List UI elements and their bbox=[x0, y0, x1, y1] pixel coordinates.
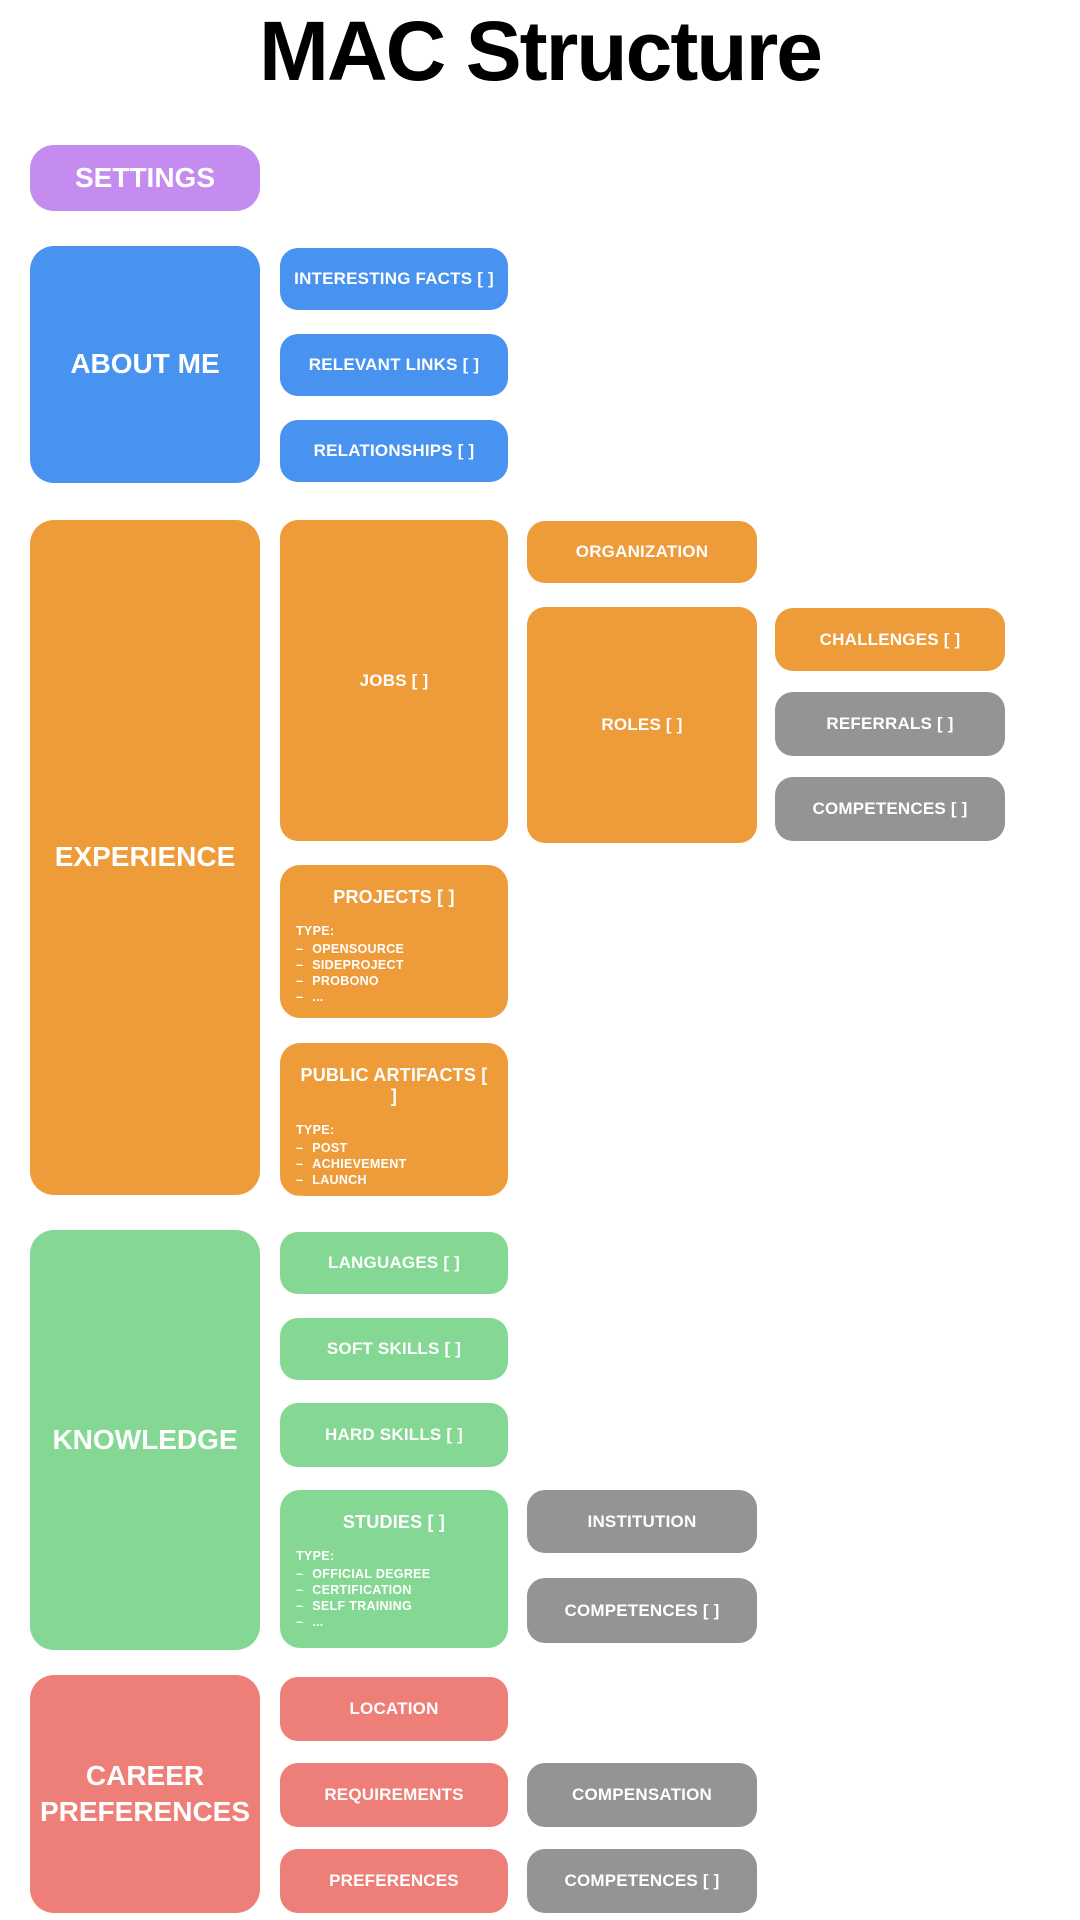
node-studies: STUDIES [ ] TYPE: –OFFICIAL DEGREE –CERT… bbox=[280, 1490, 508, 1648]
list-bullet: – bbox=[296, 958, 304, 972]
node-competences-career: COMPETENCES [ ] bbox=[527, 1849, 757, 1913]
list-bullet: – bbox=[296, 1567, 304, 1581]
type-list-item: –LAUNCH bbox=[296, 1173, 492, 1187]
node-roles: ROLES [ ] bbox=[527, 607, 757, 843]
node-about-me: ABOUT ME bbox=[30, 246, 260, 483]
type-heading: TYPE: bbox=[296, 1123, 335, 1137]
projects-type-block: TYPE: –OPENSOURCE –SIDEPROJECT –PROBONO … bbox=[296, 924, 492, 1006]
list-bullet: – bbox=[296, 1157, 304, 1171]
public-artifacts-title: PUBLIC ARTIFACTS [ ] bbox=[300, 1065, 488, 1106]
node-languages: LANGUAGES [ ] bbox=[280, 1232, 508, 1294]
node-organization: ORGANIZATION bbox=[527, 521, 757, 583]
type-list-item: –... bbox=[296, 1615, 492, 1629]
list-bullet: – bbox=[296, 1189, 304, 1203]
node-competences-roles: COMPETENCES [ ] bbox=[775, 777, 1005, 841]
node-relevant-links: RELEVANT LINKS [ ] bbox=[280, 334, 508, 396]
list-bullet: – bbox=[296, 974, 304, 988]
list-bullet: – bbox=[296, 1173, 304, 1187]
node-institution: INSTITUTION bbox=[527, 1490, 757, 1553]
node-settings: SETTINGS bbox=[30, 145, 260, 211]
type-list-item: –OFFICIAL DEGREE bbox=[296, 1567, 492, 1581]
studies-title: STUDIES [ ] bbox=[342, 1512, 446, 1532]
list-bullet: – bbox=[296, 1599, 304, 1613]
node-knowledge: KNOWLEDGE bbox=[30, 1230, 260, 1650]
type-item-label: ... bbox=[312, 1615, 324, 1629]
node-location: LOCATION bbox=[280, 1677, 508, 1741]
type-item-label: LAUNCH bbox=[312, 1173, 367, 1187]
node-challenges: CHALLENGES [ ] bbox=[775, 608, 1005, 671]
node-competences-studies: COMPETENCES [ ] bbox=[527, 1578, 757, 1643]
type-item-label: OPENSOURCE bbox=[312, 942, 405, 956]
node-hard-skills: HARD SKILLS [ ] bbox=[280, 1403, 508, 1467]
type-list-item: –SIDEPROJECT bbox=[296, 958, 492, 972]
node-requirements: REQUIREMENTS bbox=[280, 1763, 508, 1827]
type-item-label: CERTIFICATION bbox=[312, 1583, 412, 1597]
node-preferences: PREFERENCES bbox=[280, 1849, 508, 1913]
node-interesting-facts: INTERESTING FACTS [ ] bbox=[280, 248, 508, 310]
type-item-label: SIDEPROJECT bbox=[312, 958, 404, 972]
node-experience: EXPERIENCE bbox=[30, 520, 260, 1195]
type-item-label: POST bbox=[312, 1141, 348, 1155]
node-jobs: JOBS [ ] bbox=[280, 520, 508, 841]
type-item-label: ACHIEVEMENT bbox=[312, 1157, 407, 1171]
studies-type-block: TYPE: –OFFICIAL DEGREE –CERTIFICATION –S… bbox=[296, 1549, 492, 1631]
type-heading: TYPE: bbox=[296, 1549, 335, 1563]
list-bullet: – bbox=[296, 1141, 304, 1155]
node-compensation: COMPENSATION bbox=[527, 1763, 757, 1827]
page-title: MAC Structure bbox=[258, 4, 823, 98]
node-projects: PROJECTS [ ] TYPE: –OPENSOURCE –SIDEPROJ… bbox=[280, 865, 508, 1018]
type-list-item: –OPENSOURCE bbox=[296, 942, 492, 956]
type-list-item: –POST bbox=[296, 1141, 492, 1155]
node-relationships: RELATIONSHIPS [ ] bbox=[280, 420, 508, 482]
type-list-item: –SELF TRAINING bbox=[296, 1599, 492, 1613]
type-heading: TYPE: bbox=[296, 924, 335, 938]
type-item-label: ... bbox=[312, 1189, 324, 1203]
type-list-item: –CERTIFICATION bbox=[296, 1583, 492, 1597]
type-item-label: PROBONO bbox=[312, 974, 379, 988]
type-list-item: –... bbox=[296, 1189, 492, 1203]
type-list: –OPENSOURCE –SIDEPROJECT –PROBONO –... bbox=[296, 942, 492, 1004]
list-bullet: – bbox=[296, 942, 304, 956]
type-item-label: ... bbox=[312, 990, 324, 1004]
node-referrals: REFERRALS [ ] bbox=[775, 692, 1005, 756]
type-list: –POST –ACHIEVEMENT –LAUNCH –... bbox=[296, 1141, 492, 1203]
type-list-item: –PROBONO bbox=[296, 974, 492, 988]
list-bullet: – bbox=[296, 990, 304, 1004]
type-item-label: SELF TRAINING bbox=[312, 1599, 412, 1613]
projects-title: PROJECTS [ ] bbox=[333, 887, 455, 907]
node-public-artifacts: PUBLIC ARTIFACTS [ ] TYPE: –POST –ACHIEV… bbox=[280, 1043, 508, 1203]
node-soft-skills: SOFT SKILLS [ ] bbox=[280, 1318, 508, 1380]
type-list: –OFFICIAL DEGREE –CERTIFICATION –SELF TR… bbox=[296, 1567, 492, 1629]
list-bullet: – bbox=[296, 1583, 304, 1597]
type-list-item: –ACHIEVEMENT bbox=[296, 1157, 492, 1171]
node-career-preferences: CAREER PREFERENCES bbox=[30, 1675, 260, 1913]
public-artifacts-type-block: TYPE: –POST –ACHIEVEMENT –LAUNCH –... bbox=[296, 1123, 492, 1205]
type-list-item: –... bbox=[296, 990, 492, 1004]
type-item-label: OFFICIAL DEGREE bbox=[312, 1567, 431, 1581]
list-bullet: – bbox=[296, 1615, 304, 1629]
